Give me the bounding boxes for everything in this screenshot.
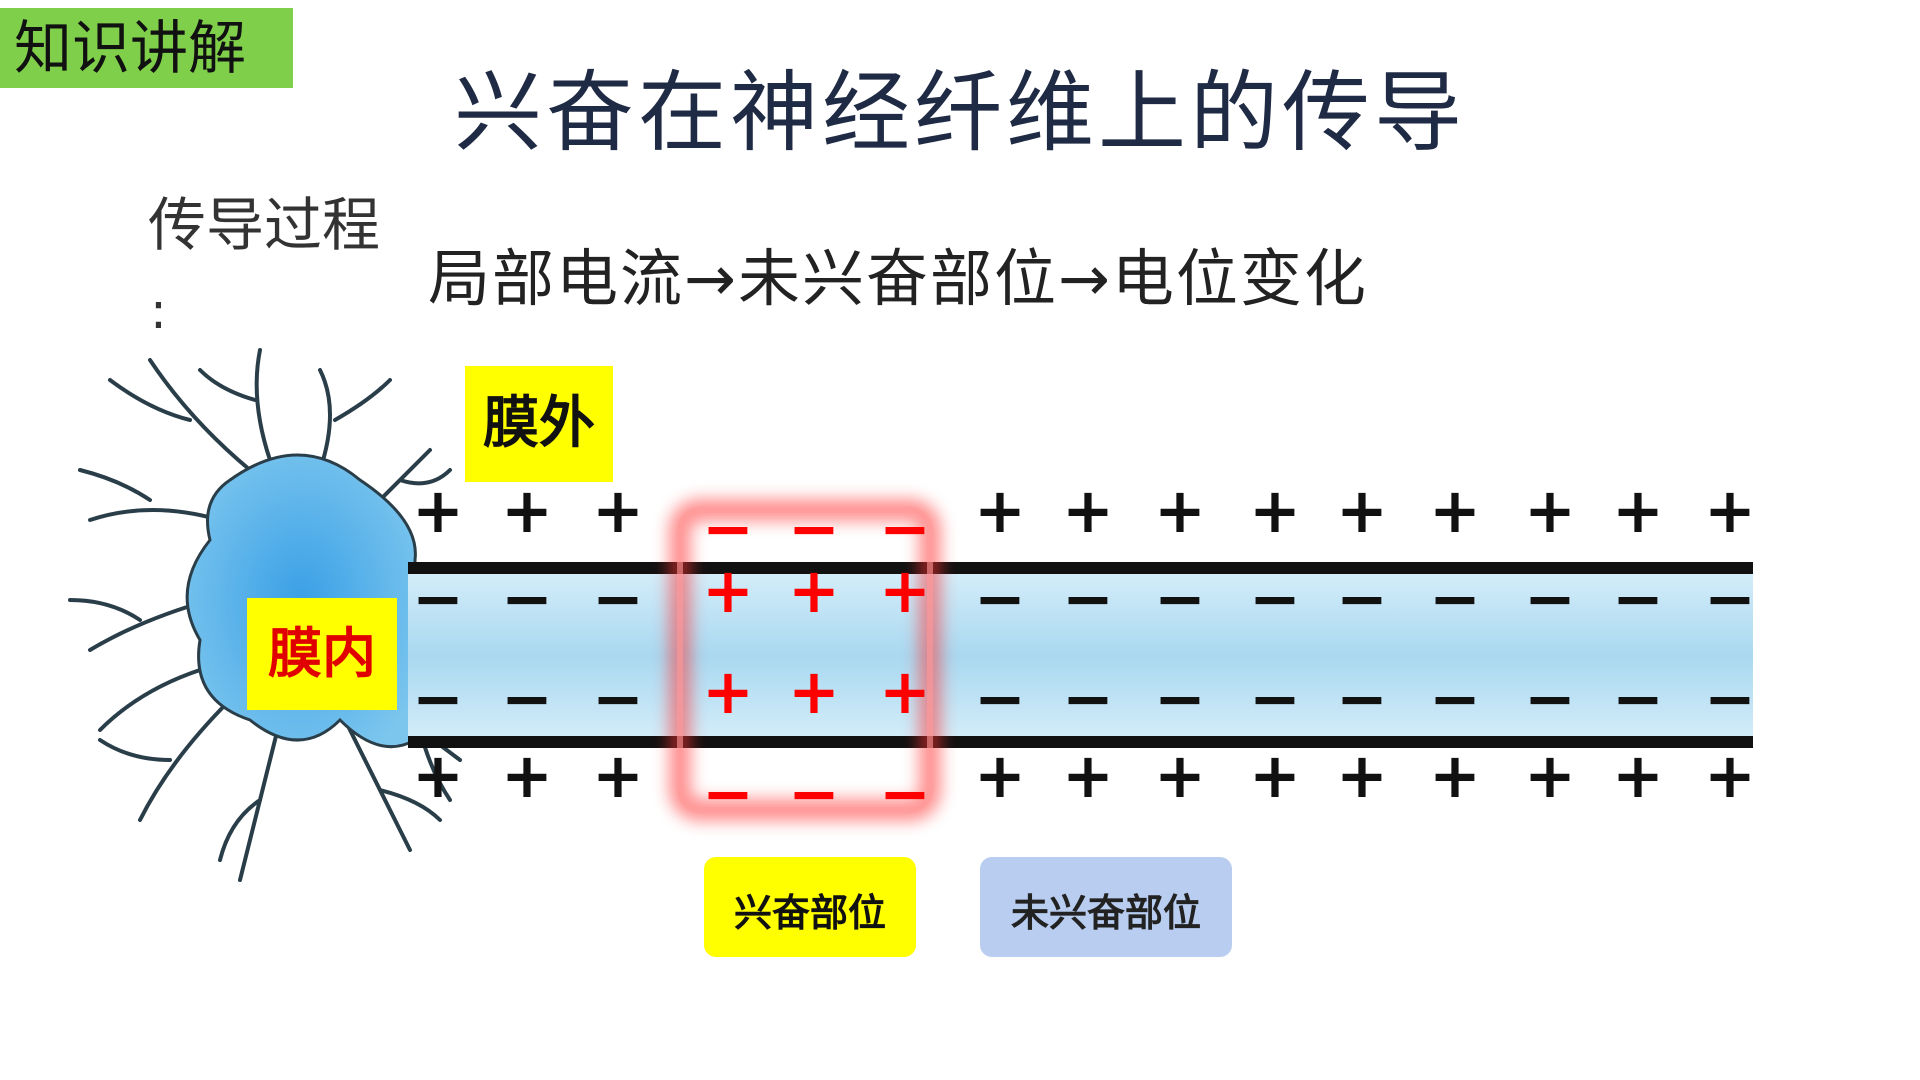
resting-charge-outer-top: + <box>1336 474 1388 547</box>
resting-charge-inner-top: − <box>1612 562 1664 635</box>
resting-charge-outer-bottom: + <box>974 739 1026 812</box>
resting-charge-outer-bottom: + <box>501 739 553 812</box>
resting-charge-outer-bottom: + <box>1612 739 1664 812</box>
resting-charge-outer-bottom: + <box>1524 739 1576 812</box>
resting-charge-inner-top: − <box>501 562 553 635</box>
membrane-top <box>408 562 1753 574</box>
resting-charge-inner-bottom: − <box>974 662 1026 735</box>
resting-charge-inner-top: − <box>412 562 464 635</box>
resting-charge-outer-bottom: + <box>1336 739 1388 812</box>
excited-charge: − <box>879 492 931 565</box>
excited-charge: + <box>879 554 931 627</box>
resting-charge-outer-top: + <box>1612 474 1664 547</box>
unexcited-region-label: 未兴奋部位 <box>980 857 1232 957</box>
excited-charge: − <box>702 757 754 830</box>
resting-charge-outer-bottom: + <box>1704 739 1756 812</box>
excited-charge: − <box>879 757 931 830</box>
excited-charge: + <box>702 554 754 627</box>
outside-membrane-label: 膜外 <box>465 366 613 482</box>
resting-charge-inner-bottom: − <box>1249 662 1301 735</box>
excited-charge: + <box>879 655 931 728</box>
resting-charge-outer-bottom: + <box>1249 739 1301 812</box>
resting-charge-outer-top: + <box>412 474 464 547</box>
resting-charge-inner-bottom: − <box>1704 662 1756 735</box>
resting-charge-outer-bottom: + <box>412 739 464 812</box>
resting-charge-inner-bottom: − <box>1524 662 1576 735</box>
resting-charge-inner-top: − <box>1704 562 1756 635</box>
resting-charge-inner-top: − <box>1062 562 1114 635</box>
resting-charge-outer-top: + <box>1524 474 1576 547</box>
resting-charge-outer-bottom: + <box>1062 739 1114 812</box>
excited-charge: + <box>788 655 840 728</box>
axon <box>408 568 1753 744</box>
resting-charge-outer-top: + <box>1429 474 1481 547</box>
resting-charge-outer-top: + <box>592 474 644 547</box>
membrane-bottom <box>408 736 1753 748</box>
resting-charge-inner-bottom: − <box>1429 662 1481 735</box>
page-title: 兴奋在神经纤维上的传导 <box>453 61 1466 164</box>
resting-charge-inner-bottom: − <box>1336 662 1388 735</box>
resting-charge-outer-bottom: + <box>1154 739 1206 812</box>
resting-charge-inner-bottom: − <box>1154 662 1206 735</box>
resting-charge-outer-top: + <box>1154 474 1206 547</box>
process-colon: : <box>150 282 167 340</box>
resting-charge-outer-bottom: + <box>1429 739 1481 812</box>
excited-region-highlight <box>669 499 941 821</box>
resting-charge-outer-bottom: + <box>592 739 644 812</box>
resting-charge-outer-top: + <box>1249 474 1301 547</box>
section-tag: 知识讲解 <box>0 8 293 88</box>
resting-charge-inner-top: − <box>1524 562 1576 635</box>
resting-charge-inner-top: − <box>592 562 644 635</box>
resting-charge-inner-bottom: − <box>1612 662 1664 735</box>
charge-markers: ++++++++++++−−−−−−−−−−−−−−−−−−−−−−−−++++… <box>412 474 1756 830</box>
resting-charge-inner-bottom: − <box>501 662 553 735</box>
excited-charge: − <box>788 757 840 830</box>
resting-charge-inner-top: − <box>1336 562 1388 635</box>
resting-charge-inner-bottom: − <box>412 662 464 735</box>
resting-charge-outer-top: + <box>501 474 553 547</box>
resting-charge-inner-top: − <box>1249 562 1301 635</box>
excited-charge: − <box>702 492 754 565</box>
excited-charge: + <box>788 554 840 627</box>
inside-membrane-label: 膜内 <box>247 598 397 710</box>
excited-charge: − <box>788 492 840 565</box>
resting-charge-inner-bottom: − <box>592 662 644 735</box>
process-description: 局部电流→未兴奋部位→电位变化 <box>428 242 1368 315</box>
resting-charge-inner-bottom: − <box>1062 662 1114 735</box>
resting-charge-outer-top: + <box>1062 474 1114 547</box>
resting-charge-inner-top: − <box>974 562 1026 635</box>
resting-charge-outer-top: + <box>974 474 1026 547</box>
excited-region-label: 兴奋部位 <box>704 857 916 957</box>
resting-charge-inner-top: − <box>1154 562 1206 635</box>
resting-charge-outer-top: + <box>1704 474 1756 547</box>
resting-charge-inner-top: − <box>1429 562 1481 635</box>
excited-charge: + <box>702 655 754 728</box>
process-label: 传导过程 <box>148 191 381 259</box>
